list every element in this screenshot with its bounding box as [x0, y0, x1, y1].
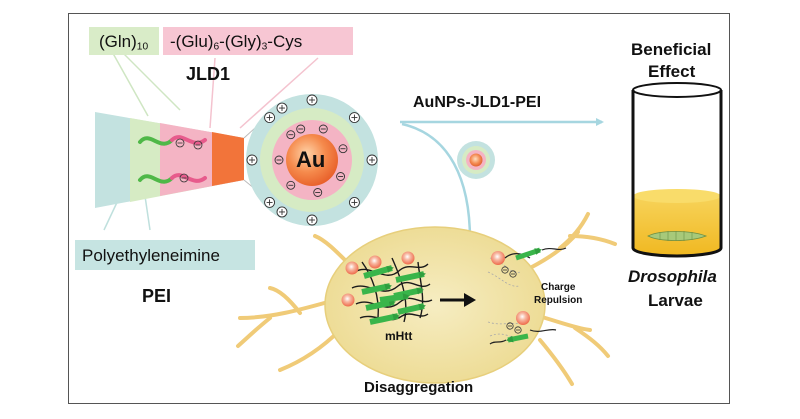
minus-charge: [286, 130, 296, 140]
disaggregated-products: [487, 247, 567, 345]
minus-charge: [296, 124, 306, 134]
minus-charge: [313, 188, 323, 197]
minus-charge: [274, 155, 284, 165]
plus-charge: [306, 94, 318, 106]
gln-label: (Gln)10: [99, 32, 149, 53]
charge-label-line1: Charge: [541, 282, 576, 293]
plus-charge: [348, 196, 360, 208]
drosophila-label: Drosophila: [628, 267, 717, 286]
gold-bead: [341, 293, 355, 307]
fibril-strand: [391, 257, 407, 323]
jld1-label: JLD1: [186, 64, 231, 84]
pei-full-label: Polyethyleneimine: [82, 246, 220, 265]
plus-charge: [348, 112, 360, 124]
figure-frame: [68, 13, 730, 404]
gold-bead: [345, 261, 359, 275]
negative-charges: [274, 124, 348, 197]
gold-nanoparticle-large: [246, 94, 378, 226]
glu-gly-cys-label: -(Glu)6-(Gly)3-Cys: [170, 32, 303, 53]
fibril-sheet: [365, 299, 396, 311]
plus-charge: [264, 196, 276, 208]
disaggregation-label: Disaggregation: [364, 379, 474, 396]
gln-label-box: [89, 27, 159, 55]
gold-nanoparticle-small: [457, 141, 495, 179]
minus-charge: [286, 180, 296, 190]
plus-charge: [276, 206, 288, 218]
pei-label: PEI: [142, 286, 172, 306]
plus-charge: [306, 214, 318, 226]
arrow-to-cell: [401, 122, 474, 242]
pei-label-box: [75, 240, 255, 270]
plus-charge: [246, 154, 258, 166]
gold-bead: [401, 251, 415, 265]
vial: [631, 82, 723, 258]
ligand-strands: [138, 135, 207, 184]
larva-icon: [647, 231, 708, 241]
minus-charge: [318, 124, 328, 134]
complex-label: AuNPs-JLD1-PEI: [413, 94, 542, 111]
zoom-cone: [95, 112, 267, 208]
fibril-sheet: [397, 303, 426, 315]
fibril-sheet: [369, 313, 400, 325]
minus-charge: [338, 144, 348, 154]
glu-gly-cys-label-box: [163, 27, 353, 55]
positive-charges: [246, 94, 378, 226]
charge-label-line2: Repulsion: [534, 295, 583, 306]
au-label: Au: [296, 147, 326, 172]
larvae-label: Larvae: [648, 291, 703, 310]
fibril-sheet: [395, 271, 426, 283]
fibril-sheet: [361, 283, 392, 295]
plus-charge: [264, 112, 276, 124]
minus-charge: [336, 172, 346, 181]
fibril-sheet: [363, 265, 394, 279]
fibril-sheet: [379, 293, 410, 303]
beneficial-effect-line1: Beneficial: [631, 40, 712, 59]
plus-charge: [366, 154, 378, 166]
beneficial-effect-line2: Effect: [648, 62, 696, 81]
plus-charge: [276, 102, 288, 114]
cone-minus-charges: [175, 138, 203, 183]
mhtt-label: mHtt: [385, 329, 413, 343]
mhtt-aggregate: [341, 251, 433, 325]
gold-bead: [368, 255, 382, 269]
